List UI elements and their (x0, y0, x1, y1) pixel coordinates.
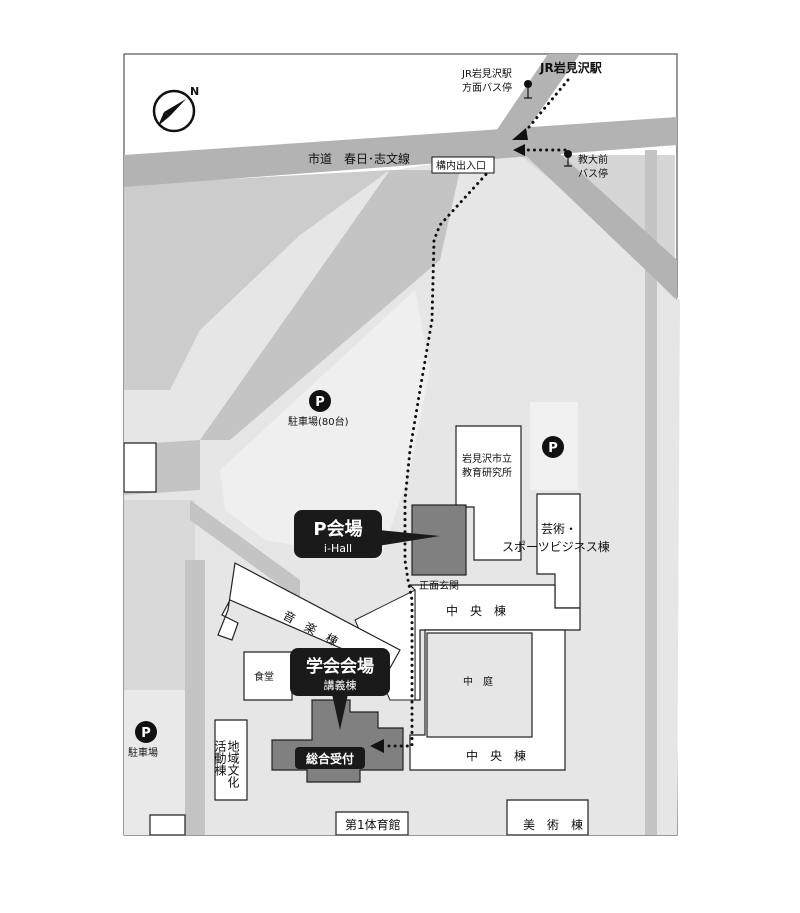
p-venue-callout (294, 510, 440, 558)
conference-callout (290, 648, 390, 730)
parking-main-label: 駐車場(80台) (288, 415, 349, 428)
building-music (217, 562, 401, 669)
north-label: N (190, 85, 199, 98)
parking-area-left (124, 690, 190, 835)
parking-icon-left: P (135, 721, 157, 743)
path-lower-left (190, 500, 300, 600)
central-bottom-label: 中 央 棟 (466, 748, 526, 763)
building-i-hall (411, 504, 467, 576)
p-venue-sub: i-Hall (324, 542, 352, 555)
road-lower-right (520, 140, 677, 300)
p-venue-title: P会場 (313, 518, 362, 540)
building-regional-culture (214, 719, 248, 801)
arts-sports-label-2: スポーツビジネス棟 (502, 539, 610, 554)
parking-icon-main: P (309, 390, 331, 412)
mid-ground-right (520, 155, 675, 300)
reception-box (295, 747, 365, 769)
bus-stop-univ-marker (564, 150, 572, 167)
route-arrow-busstop (513, 144, 525, 156)
conference-sub: 講義棟 (324, 678, 357, 692)
svg-text:P: P (141, 726, 151, 741)
route-arrow-station (512, 128, 528, 140)
bus-stop-univ-line1: 教大前 (578, 153, 608, 166)
entrance-label: 構内出入口 (436, 159, 486, 172)
central-top-label: 中 央 棟 (446, 603, 506, 618)
parking-icon-right: P (542, 436, 564, 458)
path-bottom (185, 560, 205, 835)
building-gym (335, 811, 409, 836)
courtyard-label: 中 庭 (463, 675, 493, 688)
arts-sports-label-1: 芸術・ (541, 522, 577, 536)
research-label-1: 岩見沢市立 (462, 452, 512, 465)
reception-label: 総合受付 (306, 751, 354, 766)
road-to-station (490, 54, 580, 140)
building-art (506, 799, 589, 836)
bus-stop-station-marker (524, 80, 532, 99)
building-bottom-left (149, 814, 186, 836)
bus-stop-univ-line2: バス停 (578, 167, 608, 180)
bus-stop-station-line2: 方面バス停 (462, 81, 512, 94)
road-label: 市道 春日･志文線 (308, 151, 410, 166)
art-building-label: 美 術 棟 (523, 817, 583, 832)
parking-left-label: 駐車場 (128, 746, 158, 759)
building-cafeteria (243, 651, 293, 701)
regional-culture-col2: 活動棟 (213, 740, 227, 776)
path-vertical-right (645, 150, 657, 835)
bus-stop-station-line1: JR岩見沢駅 (461, 67, 512, 80)
svg-text:P: P (548, 441, 558, 456)
mid-ground-lower-left (124, 500, 195, 700)
road-main (124, 117, 677, 187)
regional-culture-col1: 地域文化 (226, 740, 240, 789)
svg-text:P: P (315, 395, 325, 410)
building-left-stub (123, 442, 157, 493)
route-arrow-reception (370, 739, 384, 753)
parking-lot-main (220, 290, 430, 560)
mid-ground-left (124, 170, 390, 390)
conference-title: 学会会場 (306, 656, 374, 677)
cafeteria-label: 食堂 (254, 670, 274, 683)
station-label: JR岩見沢駅 (539, 60, 603, 75)
gym-label: 第1体育館 (345, 817, 401, 832)
research-label-2: 教育研究所 (462, 466, 512, 479)
courtyard-area (426, 632, 533, 738)
path-diagonal (200, 170, 460, 440)
route-from-station (518, 78, 570, 140)
main-entrance-label: 正面玄関 (419, 579, 459, 592)
north-compass-icon (152, 89, 196, 133)
